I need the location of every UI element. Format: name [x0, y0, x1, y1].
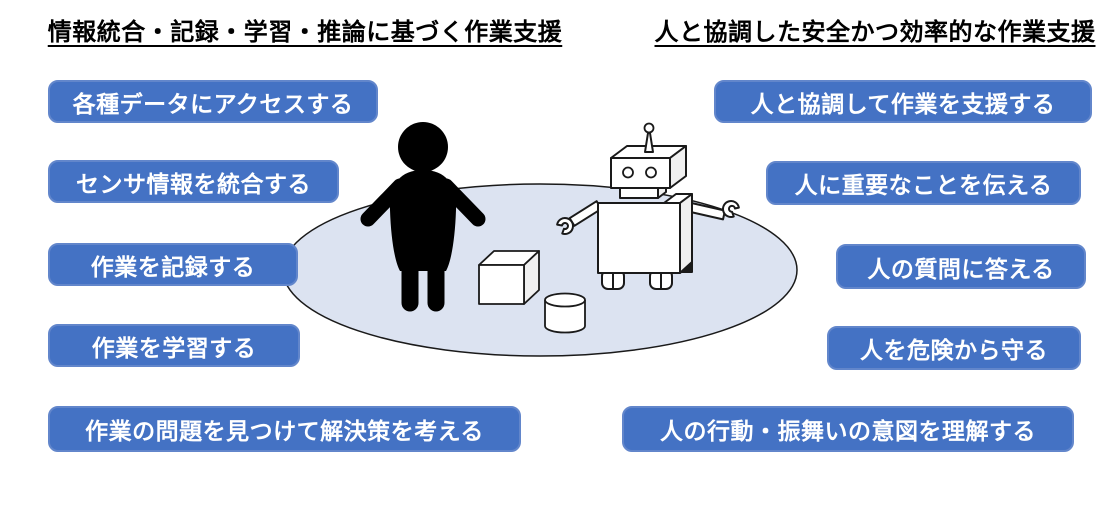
robot-icon	[556, 122, 740, 290]
capability-box-integrate-sensors: センサ情報を統合する	[48, 160, 339, 203]
capability-box-learn-work: 作業を学習する	[48, 324, 300, 367]
left-gripper	[556, 217, 574, 235]
capability-box-answer-questions: 人の質問に答える	[836, 244, 1086, 289]
capability-box-cooperate-support: 人と協調して作業を支援する	[714, 80, 1092, 123]
cube-object	[478, 250, 540, 305]
capability-box-understand-intent: 人の行動・振舞いの意図を理解する	[622, 406, 1074, 452]
capability-box-tell-important: 人に重要なことを伝える	[766, 161, 1081, 205]
capability-box-protect-from-danger: 人を危険から守る	[827, 326, 1081, 370]
right-column-heading: 人と協調した安全かつ効率的な作業支援	[654, 19, 1096, 46]
capability-box-record-work: 作業を記録する	[48, 243, 298, 286]
left-column-heading: 情報統合・記録・学習・推論に基づく作業支援	[47, 19, 563, 46]
person-silhouette-icon	[360, 122, 486, 312]
capability-box-access-data: 各種データにアクセスする	[48, 80, 378, 123]
cylinder-object	[544, 292, 586, 334]
right-gripper	[722, 200, 740, 218]
capability-box-find-problems: 作業の問題を見つけて解決策を考える	[48, 406, 521, 452]
